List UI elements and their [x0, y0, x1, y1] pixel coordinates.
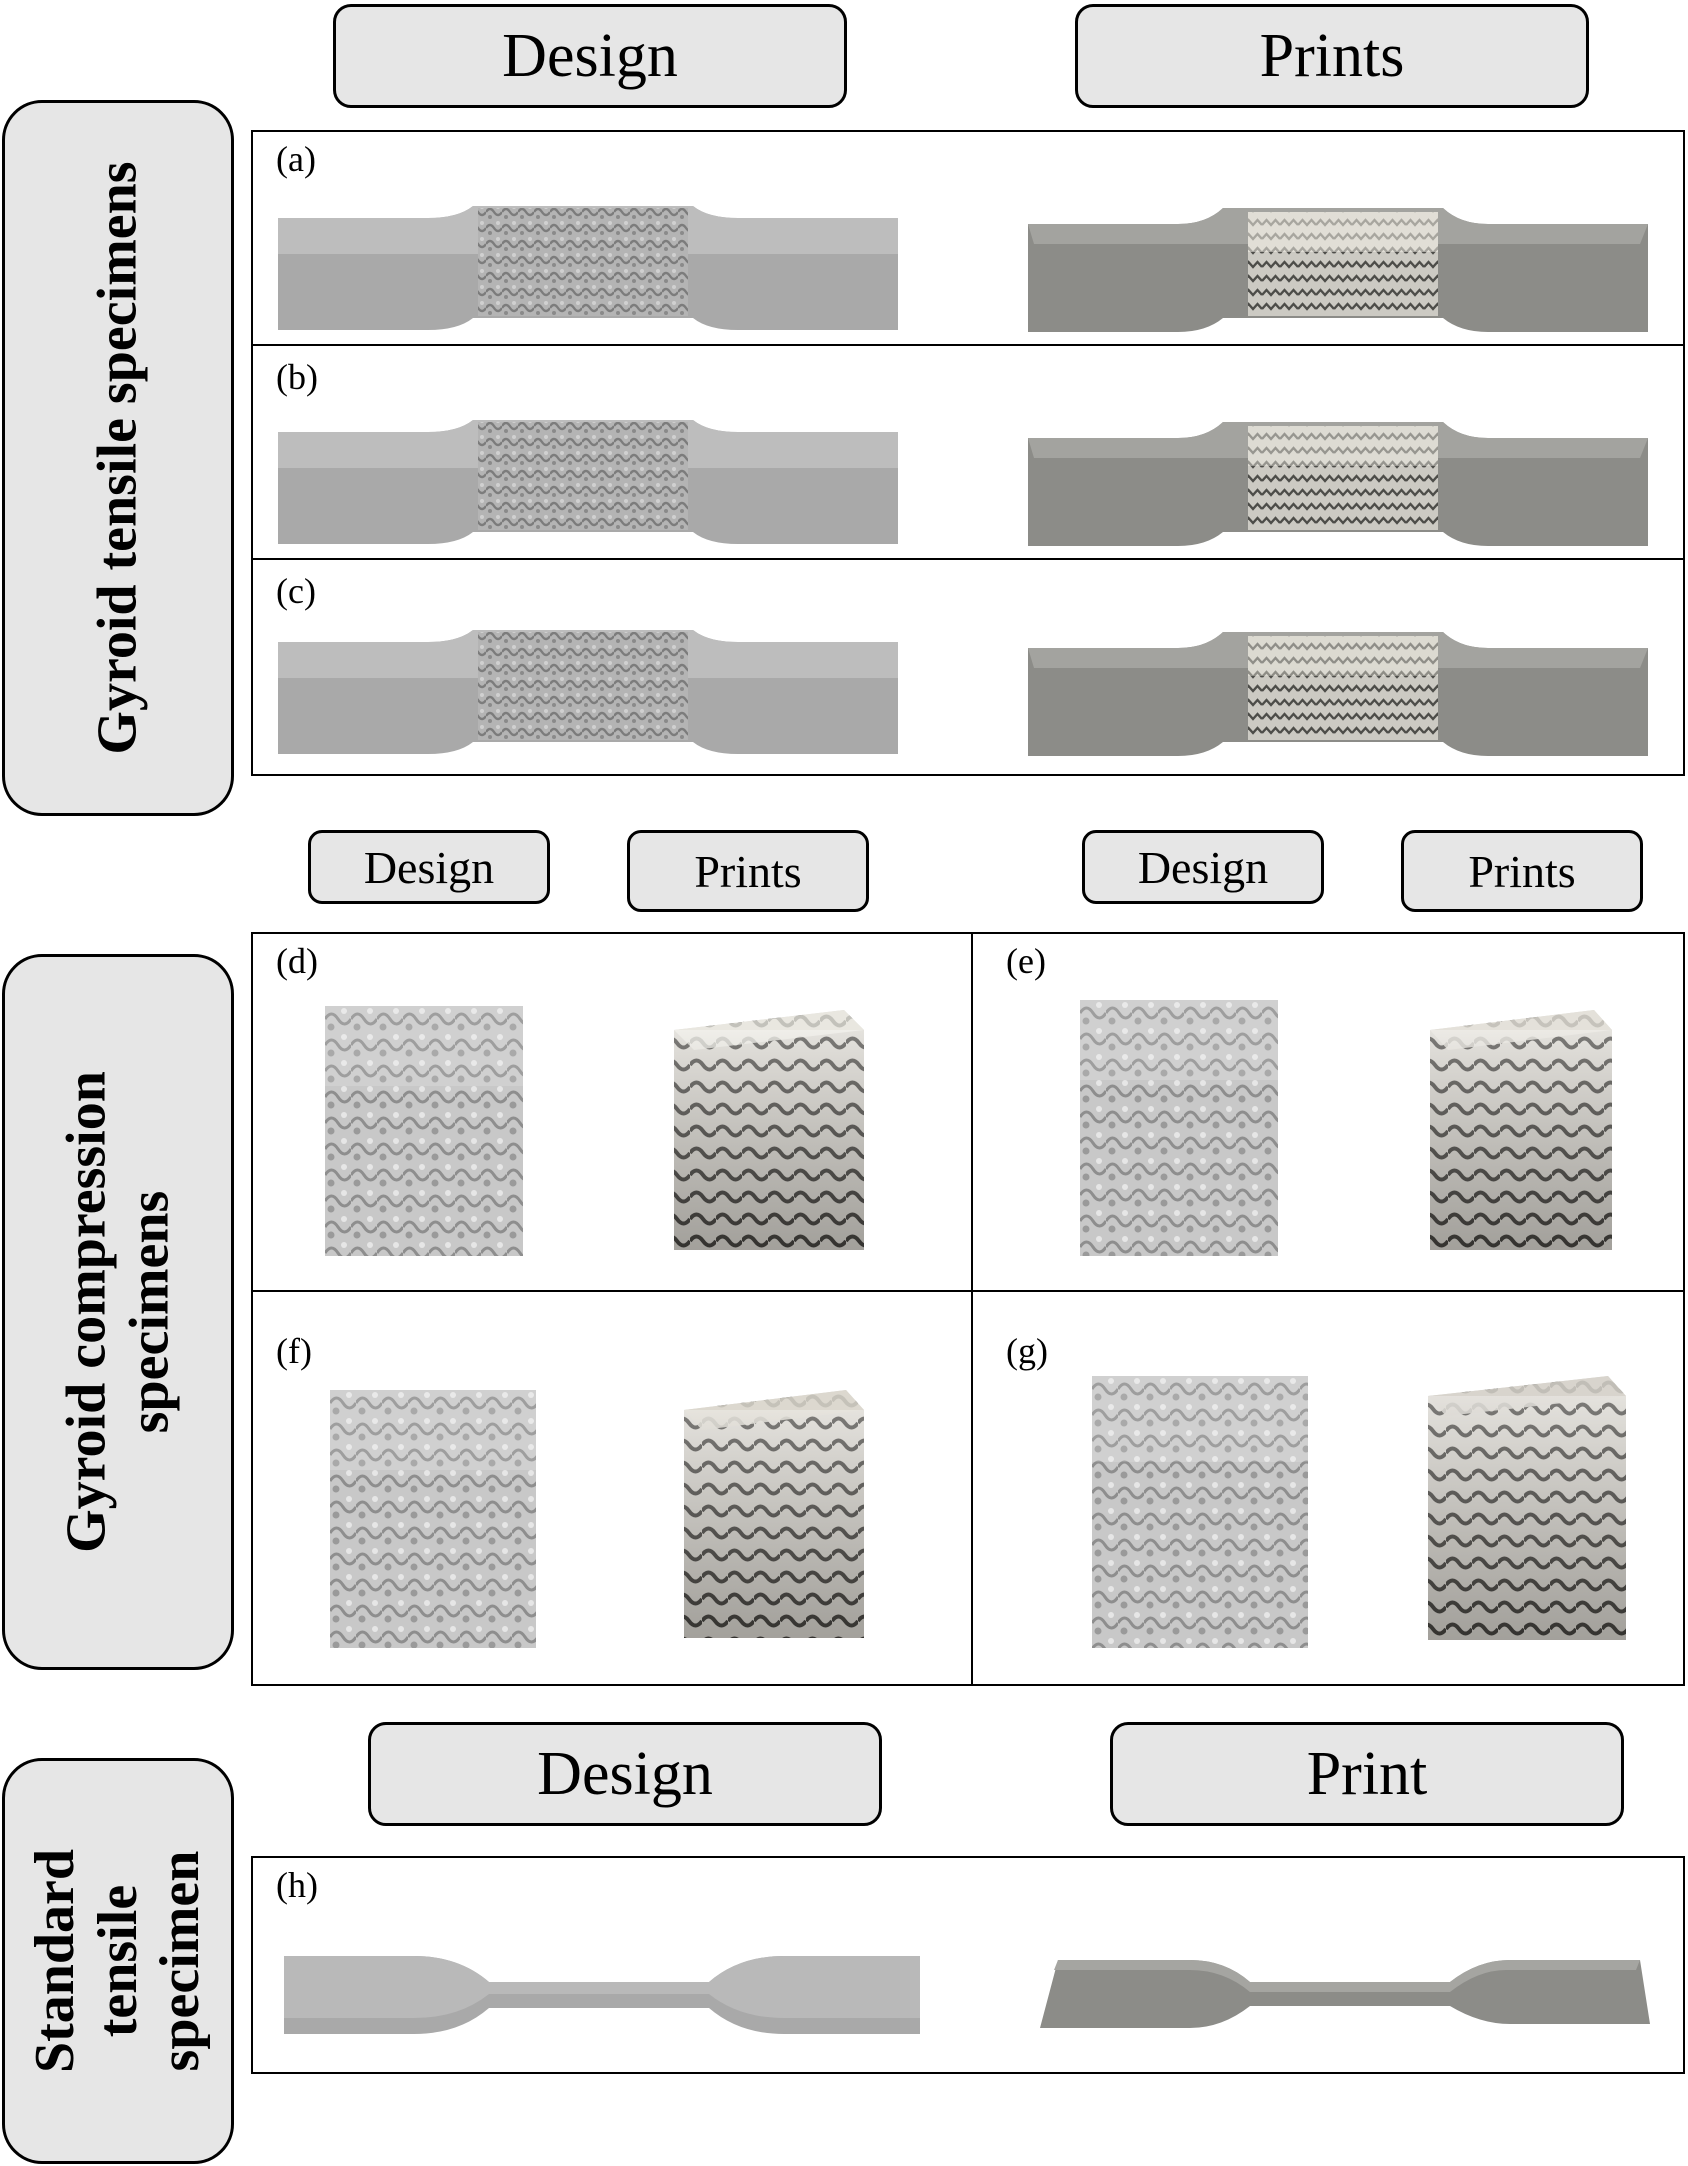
column-header-print-standard: Print — [1110, 1722, 1624, 1826]
panel-label-d: (d) — [276, 941, 318, 981]
tensile-print-c — [1028, 632, 1648, 756]
column-header-design-right-text: Design — [1137, 841, 1269, 893]
side-label-line: Gyroid compression — [55, 1071, 118, 1553]
tensile-print-a — [1028, 208, 1648, 332]
side-label-gyroid-compression: Gyroid compression specimens — [2, 954, 234, 1670]
column-header-design-text: Design — [502, 21, 678, 90]
panel-label-a: (a) — [276, 139, 316, 179]
column-header-design-left: Design — [308, 830, 550, 904]
panel-divider — [251, 344, 1685, 346]
standard-design-h — [284, 1956, 920, 2034]
column-header-design-left-text: Design — [363, 841, 495, 893]
compression-design-g — [1092, 1376, 1308, 1648]
panel-divider — [971, 932, 973, 1686]
panel-label-g: (g) — [1006, 1331, 1048, 1371]
side-label-line: tensile — [86, 1884, 149, 2038]
compression-design-d — [325, 1006, 523, 1256]
side-label-line: specimen — [149, 1850, 212, 2072]
tensile-design-c — [278, 630, 898, 754]
column-header-prints: Prints — [1075, 4, 1589, 108]
compression-print-e — [1430, 1010, 1612, 1250]
side-label-gyroid-tensile: Gyroid tensile specimens — [2, 100, 234, 816]
panel-divider — [251, 1290, 1685, 1292]
tensile-design-a — [278, 206, 898, 330]
side-label-standard-tensile: Standard tensile specimen — [2, 1758, 234, 2164]
panel-label-f: (f) — [276, 1331, 312, 1371]
panel-divider — [251, 558, 1685, 560]
compression-design-f — [330, 1390, 536, 1648]
standard-panel — [251, 1856, 1685, 2074]
side-label-text: Gyroid tensile specimens — [86, 161, 149, 755]
side-label-text: Gyroid compression specimens — [55, 1071, 180, 1553]
column-header-print-standard-text: Print — [1306, 1739, 1428, 1808]
column-header-design-right: Design — [1082, 830, 1324, 904]
tensile-design-b — [278, 420, 898, 544]
side-label-line: Standard — [23, 1848, 86, 2074]
panel-label-c: (c) — [276, 571, 316, 611]
side-label-line: specimens — [118, 1190, 180, 1434]
compression-print-f — [684, 1390, 864, 1638]
compression-print-g — [1428, 1376, 1626, 1640]
standard-print-h — [1040, 1960, 1650, 2028]
column-header-prints-text: Prints — [1259, 21, 1405, 90]
column-header-design: Design — [333, 4, 847, 108]
column-header-prints-right-text: Prints — [1468, 845, 1576, 897]
panel-label-h: (h) — [276, 1865, 318, 1905]
panel-label-b: (b) — [276, 357, 318, 397]
column-header-prints-right: Prints — [1401, 830, 1643, 912]
tensile-print-b — [1028, 422, 1648, 546]
compression-print-d — [674, 1010, 864, 1250]
column-header-design-standard-text: Design — [537, 1739, 713, 1808]
panel-label-e: (e) — [1006, 941, 1046, 981]
column-header-prints-left: Prints — [627, 830, 869, 912]
column-header-prints-left-text: Prints — [694, 845, 802, 897]
side-label-text: Standard tensile specimen — [24, 1849, 212, 2073]
compression-design-e — [1080, 1000, 1278, 1256]
column-header-design-standard: Design — [368, 1722, 882, 1826]
